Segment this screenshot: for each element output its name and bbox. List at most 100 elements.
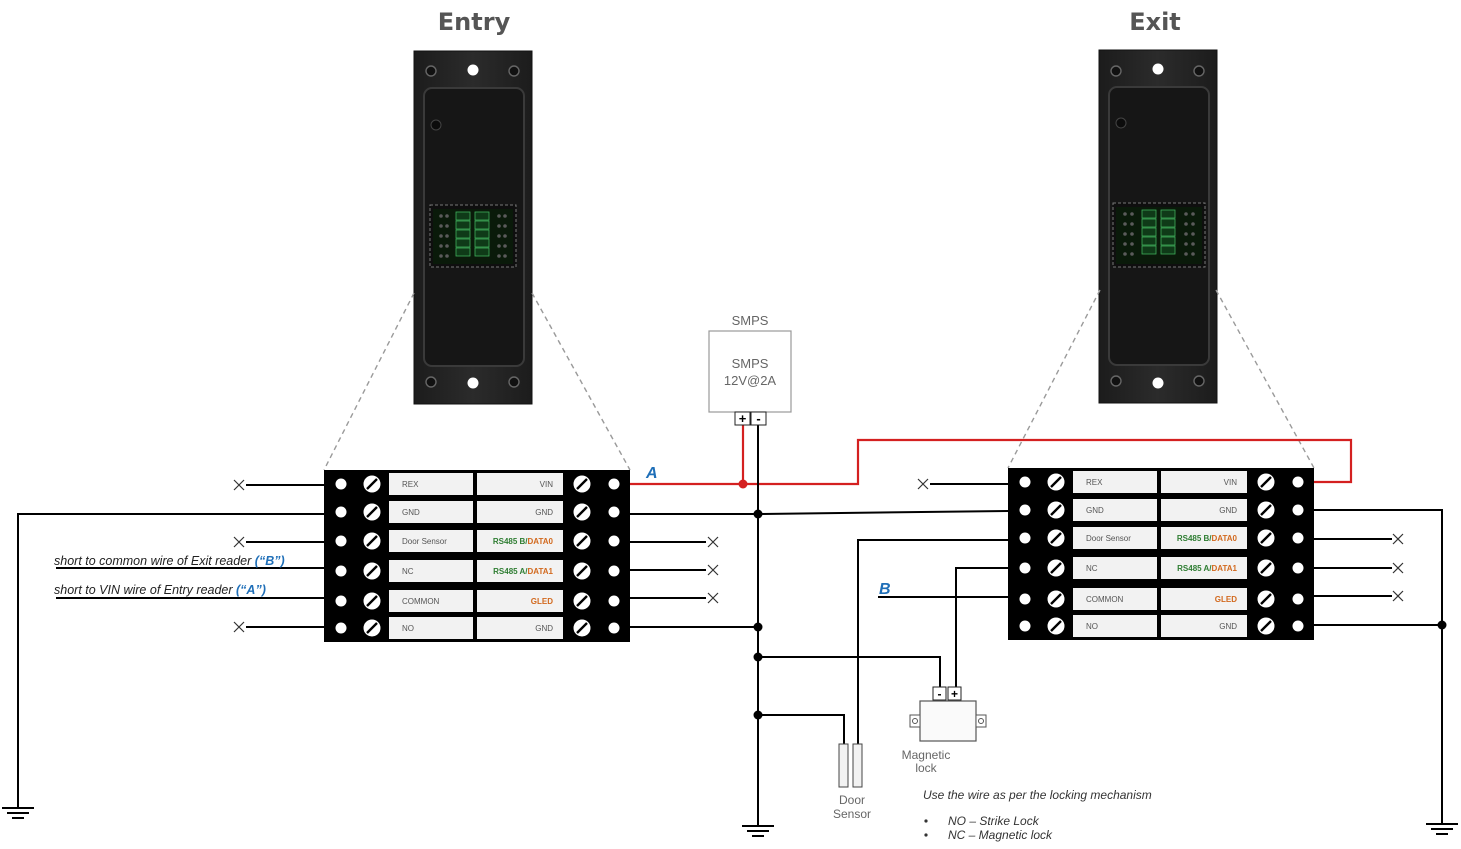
terminal-label-left: NC [1086, 564, 1098, 573]
magnetic-lock-label-2: lock [915, 761, 937, 775]
ground-symbol-right [1426, 823, 1458, 835]
terminal-label-left: REX [1086, 478, 1103, 487]
terminal-label-right: RS485 B/DATA0 [1177, 534, 1238, 543]
terminal-pin-dot [1019, 562, 1031, 574]
exit-title: Exit [1129, 8, 1181, 36]
terminal-pin-dot [608, 622, 620, 634]
magnetic-lock-label-1: Magnetic [902, 748, 951, 762]
terminal-pin-dot [335, 506, 347, 518]
smps-power-supply: SMPS SMPS 12V@2A + - [708, 313, 792, 426]
terminal-pin-dot [1292, 504, 1304, 516]
exit-reader-device [1098, 49, 1218, 404]
note-short-to-exit-common: short to common wire of Exit reader (“B”… [54, 554, 285, 568]
terminal-screw [1257, 590, 1275, 608]
terminal-screw [573, 562, 591, 580]
terminal-label-left: Door Sensor [402, 537, 447, 546]
wires [17, 420, 1443, 826]
terminal-screw [1257, 559, 1275, 577]
terminal-pin-dot [1292, 620, 1304, 632]
terminal-label-left: NC [402, 567, 414, 576]
terminal-label-right: GND [1219, 506, 1237, 515]
terminal-pin-dot [335, 622, 347, 634]
terminal-screw [363, 592, 381, 610]
terminal-screw [573, 592, 591, 610]
junction-dots [738, 479, 1447, 720]
terminal-pin-dot [608, 506, 620, 518]
terminal-pin-dot [608, 478, 620, 490]
terminal-label-right: GND [535, 624, 553, 633]
terminal-screw [1047, 590, 1065, 608]
terminal-label-right: RS485 B/DATA0 [493, 537, 554, 546]
terminal-pin-dot [608, 565, 620, 577]
terminal-screw [1047, 529, 1065, 547]
terminal-label-right: GND [1219, 622, 1237, 631]
entry-title: Entry [438, 8, 511, 36]
terminal-row: NC RS485 A/DATA1 [1019, 557, 1304, 579]
terminal-label-left: Door Sensor [1086, 534, 1131, 543]
ground-symbol-center [742, 825, 774, 837]
terminal-pin-dot [335, 595, 347, 607]
door-sensor-label-1: Door [839, 793, 865, 807]
terminal-row: GND GND [1019, 499, 1304, 521]
terminal-row: Door Sensor RS485 B/DATA0 [1019, 527, 1304, 549]
terminal-label-right: RS485 A/DATA1 [1177, 564, 1237, 573]
note-short-to-entry-vin: short to VIN wire of Entry reader (“A”) [54, 583, 266, 597]
entry-reader-device [413, 50, 533, 405]
terminal-label-right: VIN [540, 480, 554, 489]
terminal-screw [363, 562, 381, 580]
terminal-pin-dot [1292, 476, 1304, 488]
door-sensor-label-2: Sensor [833, 807, 871, 821]
terminal-screw [1047, 617, 1065, 635]
magnetic-lock: - + Magnetic lock [902, 686, 987, 775]
terminal-pin-dot [1019, 593, 1031, 605]
terminal-pin-dot [335, 535, 347, 547]
maglock-plus-terminal: + [951, 687, 958, 701]
terminal-pin-dot [608, 595, 620, 607]
maglock-minus-terminal: - [938, 687, 942, 701]
terminal-screw [1047, 473, 1065, 491]
terminal-pin-dot [1292, 562, 1304, 574]
terminal-label-left: GND [402, 508, 420, 517]
smps-name: SMPS [732, 356, 769, 371]
terminal-label-left: GND [1086, 506, 1104, 515]
terminal-row: GND GND [335, 501, 620, 523]
terminal-row: REX VIN [1019, 471, 1304, 493]
terminal-pin-dot [1019, 620, 1031, 632]
terminal-screw [363, 619, 381, 637]
terminal-screw [1257, 501, 1275, 519]
door-sensor: Door Sensor [833, 743, 871, 821]
smps-rating: 12V@2A [724, 373, 777, 388]
terminal-pin-dot [1019, 476, 1031, 488]
terminal-label-right: GLED [1215, 595, 1237, 604]
terminal-pin-dot [1292, 593, 1304, 605]
terminal-pin-dot [608, 535, 620, 547]
terminal-screw [1257, 473, 1275, 491]
smps-minus-terminal: - [756, 411, 760, 426]
terminal-screw [573, 619, 591, 637]
terminal-screw [573, 532, 591, 550]
terminal-label-right: GLED [531, 597, 553, 606]
mechanism-note-item-no: NO – Strike Lock [948, 814, 1040, 828]
terminal-pin-dot [1019, 532, 1031, 544]
wire-label-b: B [879, 581, 891, 598]
terminal-pin-dot [1019, 504, 1031, 516]
unconnected-x-marks [233, 478, 1404, 633]
terminal-label-right: RS485 A/DATA1 [493, 567, 553, 576]
terminal-pin-dot [335, 478, 347, 490]
locking-mechanism-note: Use the wire as per the locking mechanis… [923, 788, 1152, 842]
terminal-screw [573, 503, 591, 521]
terminal-label-right: VIN [1224, 478, 1238, 487]
terminal-screw [1047, 501, 1065, 519]
terminal-label-left: COMMON [402, 597, 440, 606]
terminal-screw [363, 475, 381, 493]
terminal-screw [363, 532, 381, 550]
terminal-label-right: GND [535, 508, 553, 517]
mechanism-note-item-nc: NC – Magnetic lock [948, 828, 1053, 842]
smps-plus-terminal: + [739, 411, 747, 426]
